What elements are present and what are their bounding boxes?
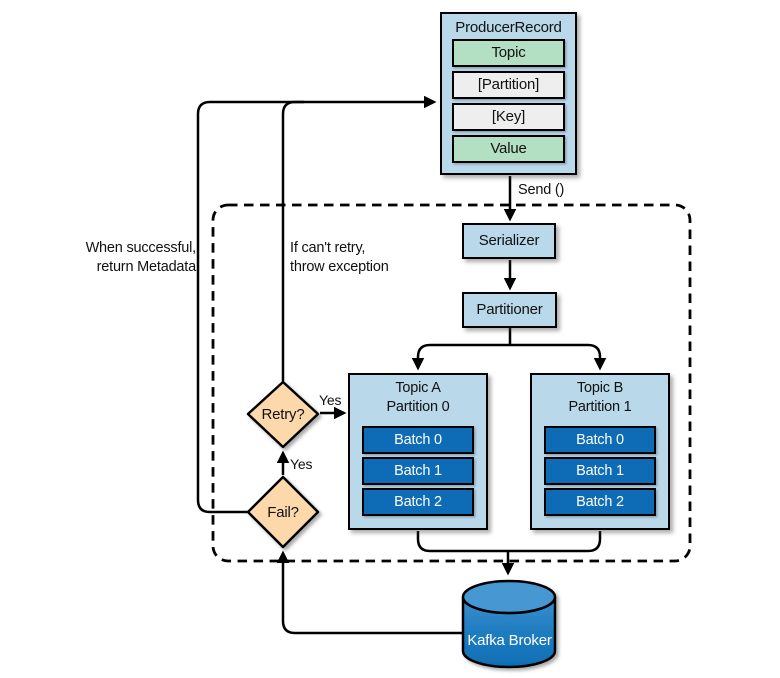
kafka-broker-cylinder (461, 579, 557, 669)
connector-to-topic-b (510, 343, 607, 371)
batch-row: Batch 1 (544, 457, 656, 486)
topic-b-title: Topic B Partition 1 (568, 380, 632, 416)
topic-a-batches: Batch 0 Batch 1 Batch 2 (362, 426, 474, 517)
batch-row: Batch 0 (544, 426, 656, 455)
producer-record-field-value: Value (452, 135, 565, 163)
partitioner-box: Partitioner (462, 292, 557, 328)
fail-decision-diamond (246, 475, 320, 549)
producer-record-title: ProducerRecord (455, 19, 562, 36)
topic-b-batches: Batch 0 Batch 1 Batch 2 (544, 426, 656, 517)
producer-record-field-key: [Key] (452, 103, 565, 131)
serializer-box: Serializer (462, 223, 556, 259)
topic-b-partition-box: Topic B Partition 1 Batch 0 Batch 1 Batc… (530, 373, 670, 530)
producer-record-field-partition: [Partition] (452, 71, 565, 99)
throw-exception-annotation: If can't retry, throw exception (290, 240, 389, 276)
connector-broker-fail (276, 550, 463, 635)
connector-to-topic-a (411, 343, 510, 371)
connector-success-metadata (196, 95, 437, 514)
connector-topic-a-out (416, 531, 508, 553)
send-call-label: Send () (518, 182, 565, 198)
kafka-broker-label: Kafka Broker (467, 632, 552, 649)
producer-internal-boundary (211, 203, 692, 563)
connector-throw-exception (281, 100, 304, 382)
producer-record-box: ProducerRecord Topic [Partition] [Key] V… (440, 12, 577, 175)
batch-row: Batch 1 (362, 457, 474, 486)
topic-a-partition-box: Topic A Partition 0 Batch 0 Batch 1 Batc… (348, 373, 488, 530)
retry-decision-label: Retry? (261, 406, 305, 423)
batch-row: Batch 2 (362, 488, 474, 517)
retry-yes-label: Yes (319, 392, 342, 408)
batch-row: Batch 2 (544, 488, 656, 517)
producer-record-field-topic: Topic (452, 39, 565, 67)
fail-yes-label: Yes (290, 456, 313, 472)
success-metadata-annotation: When successful, return Metadata (85, 240, 197, 276)
connector-topic-b-out (508, 531, 602, 553)
topic-a-title: Topic A Partition 0 (386, 380, 450, 416)
batch-row: Batch 0 (362, 426, 474, 455)
fail-decision-label: Fail? (267, 504, 299, 521)
retry-decision-diamond (246, 380, 320, 449)
